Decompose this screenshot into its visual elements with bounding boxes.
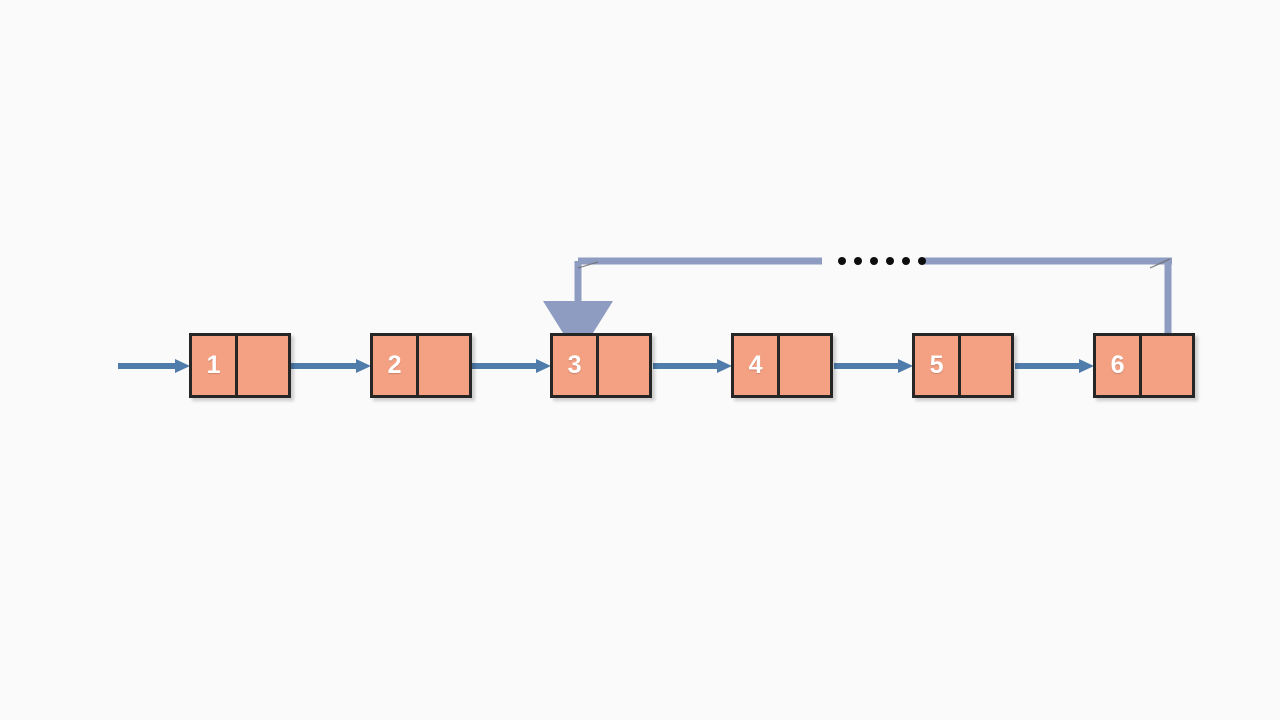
ellipsis-dot (902, 257, 910, 265)
node-next-pointer-cell (780, 336, 830, 395)
list-node-2[interactable]: 2 (370, 333, 472, 398)
list-node-5[interactable]: 5 (912, 333, 1014, 398)
corner-tick-left (577, 261, 599, 269)
ellipsis-dot (870, 257, 878, 265)
ellipsis-dot (886, 257, 894, 265)
node-data-cell: 2 (373, 336, 420, 395)
entry-arrow (118, 357, 190, 375)
node-data-cell: 6 (1096, 336, 1143, 395)
list-node-1[interactable]: 1 (189, 333, 291, 398)
list-node-6[interactable]: 6 (1093, 333, 1195, 398)
arrow-1-to-2 (291, 357, 371, 375)
list-node-4[interactable]: 4 (731, 333, 833, 398)
node-next-pointer-cell (238, 336, 288, 395)
node-value: 2 (387, 351, 402, 379)
arrow-5-to-6 (1015, 357, 1094, 375)
node-data-cell: 3 (553, 336, 600, 395)
node-value: 3 (567, 351, 582, 379)
node-data-cell: 5 (915, 336, 962, 395)
node-value: 1 (206, 351, 221, 379)
ellipsis-dots (838, 257, 926, 265)
list-node-3[interactable]: 3 (550, 333, 652, 398)
node-next-pointer-cell (419, 336, 469, 395)
node-next-pointer-cell (1142, 336, 1192, 395)
node-data-cell: 1 (192, 336, 239, 395)
arrow-2-to-3 (472, 357, 551, 375)
node-data-cell: 4 (734, 336, 781, 395)
ellipsis-dot (838, 257, 846, 265)
node-next-pointer-cell (599, 336, 649, 395)
arrow-3-to-4 (653, 357, 732, 375)
node-value: 6 (1110, 351, 1125, 379)
arrow-4-to-5 (834, 357, 913, 375)
node-value: 5 (929, 351, 944, 379)
ellipsis-dot (918, 257, 926, 265)
node-next-pointer-cell (961, 336, 1011, 395)
ellipsis-dot (854, 257, 862, 265)
node-value: 4 (748, 351, 763, 379)
corner-tick-right (1149, 258, 1171, 269)
